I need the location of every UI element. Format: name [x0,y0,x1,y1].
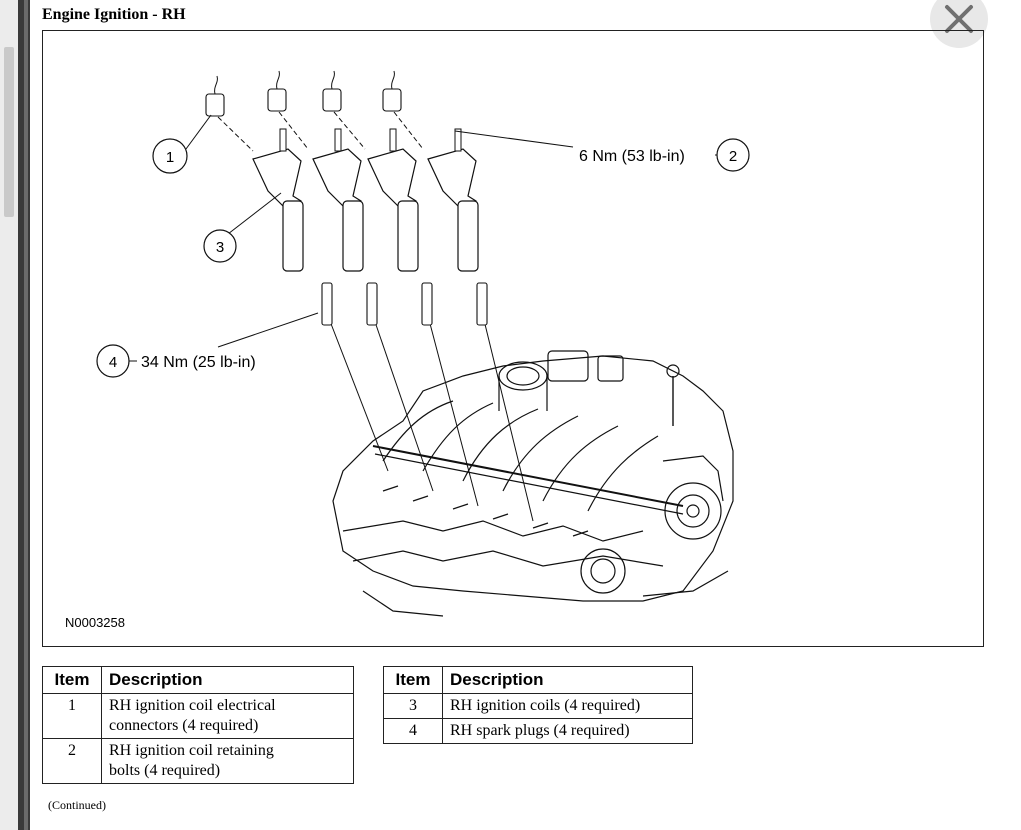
description-header: Description [442,666,693,694]
legend-table-left: Item Description 1 RH ignition coil elec… [42,666,354,784]
item-number: 1 [42,693,102,739]
callout-2-number: 2 [729,148,737,165]
continued-note: (Continued) [48,798,106,812]
description-line: bolts (4 required) [109,762,221,779]
torque-label-2: 6 Nm (53 lb-in) [579,148,685,165]
legend-table-right: Item Description 3 RH ignition coils (4 … [383,666,693,744]
item-number: 4 [383,718,443,744]
item-description: RH ignition coil electrical connectors (… [101,693,354,739]
item-header: Item [383,666,443,694]
page-title: Engine Ignition - RH [42,6,186,23]
item-number: 2 [42,738,102,784]
callout-1: 1 [152,114,212,174]
description-header: Description [101,666,354,694]
close-x-icon [945,5,973,33]
description-line: RH ignition coil electrical [109,697,276,714]
item-number: 3 [383,693,443,719]
left-scrollbar[interactable] [4,47,14,217]
callout-2: 6 Nm (53 lb-in) 2 [454,130,750,172]
close-button[interactable] [930,0,988,48]
window-left-border-highlight [24,0,28,830]
table-row: 4 RH spark plugs (4 required) [383,718,693,744]
legend-header-row: Item Description [42,666,354,694]
callout-4-number: 4 [109,354,117,371]
legend-header-row: Item Description [383,666,693,694]
callout-3: 3 [203,192,282,263]
item-description: RH ignition coils (4 required) [442,693,693,719]
engine-illustration: 1 6 Nm (53 lb-in) 2 3 4 34 Nm ( [96,70,750,617]
torque-label-4: 34 Nm (25 lb-in) [141,354,256,371]
description-line: RH ignition coil retaining [109,742,274,759]
document-page: Engine Ignition - RH [30,0,1021,830]
callout-4: 4 34 Nm (25 lb-in) [96,312,319,378]
item-description: RH ignition coil retaining bolts (4 requ… [101,738,354,784]
item-description: RH spark plugs (4 required) [442,718,693,744]
figure-id: N0003258 [65,615,125,630]
table-row: 3 RH ignition coils (4 required) [383,693,693,719]
ignition-figure: 1 6 Nm (53 lb-in) 2 3 4 34 Nm ( [42,30,984,647]
table-row: 2 RH ignition coil retaining bolts (4 re… [42,738,354,784]
callout-3-number: 3 [216,239,224,256]
table-row: 1 RH ignition coil electrical connectors… [42,693,354,739]
callout-1-number: 1 [166,149,174,166]
description-line: connectors (4 required) [109,717,259,734]
item-header: Item [42,666,102,694]
